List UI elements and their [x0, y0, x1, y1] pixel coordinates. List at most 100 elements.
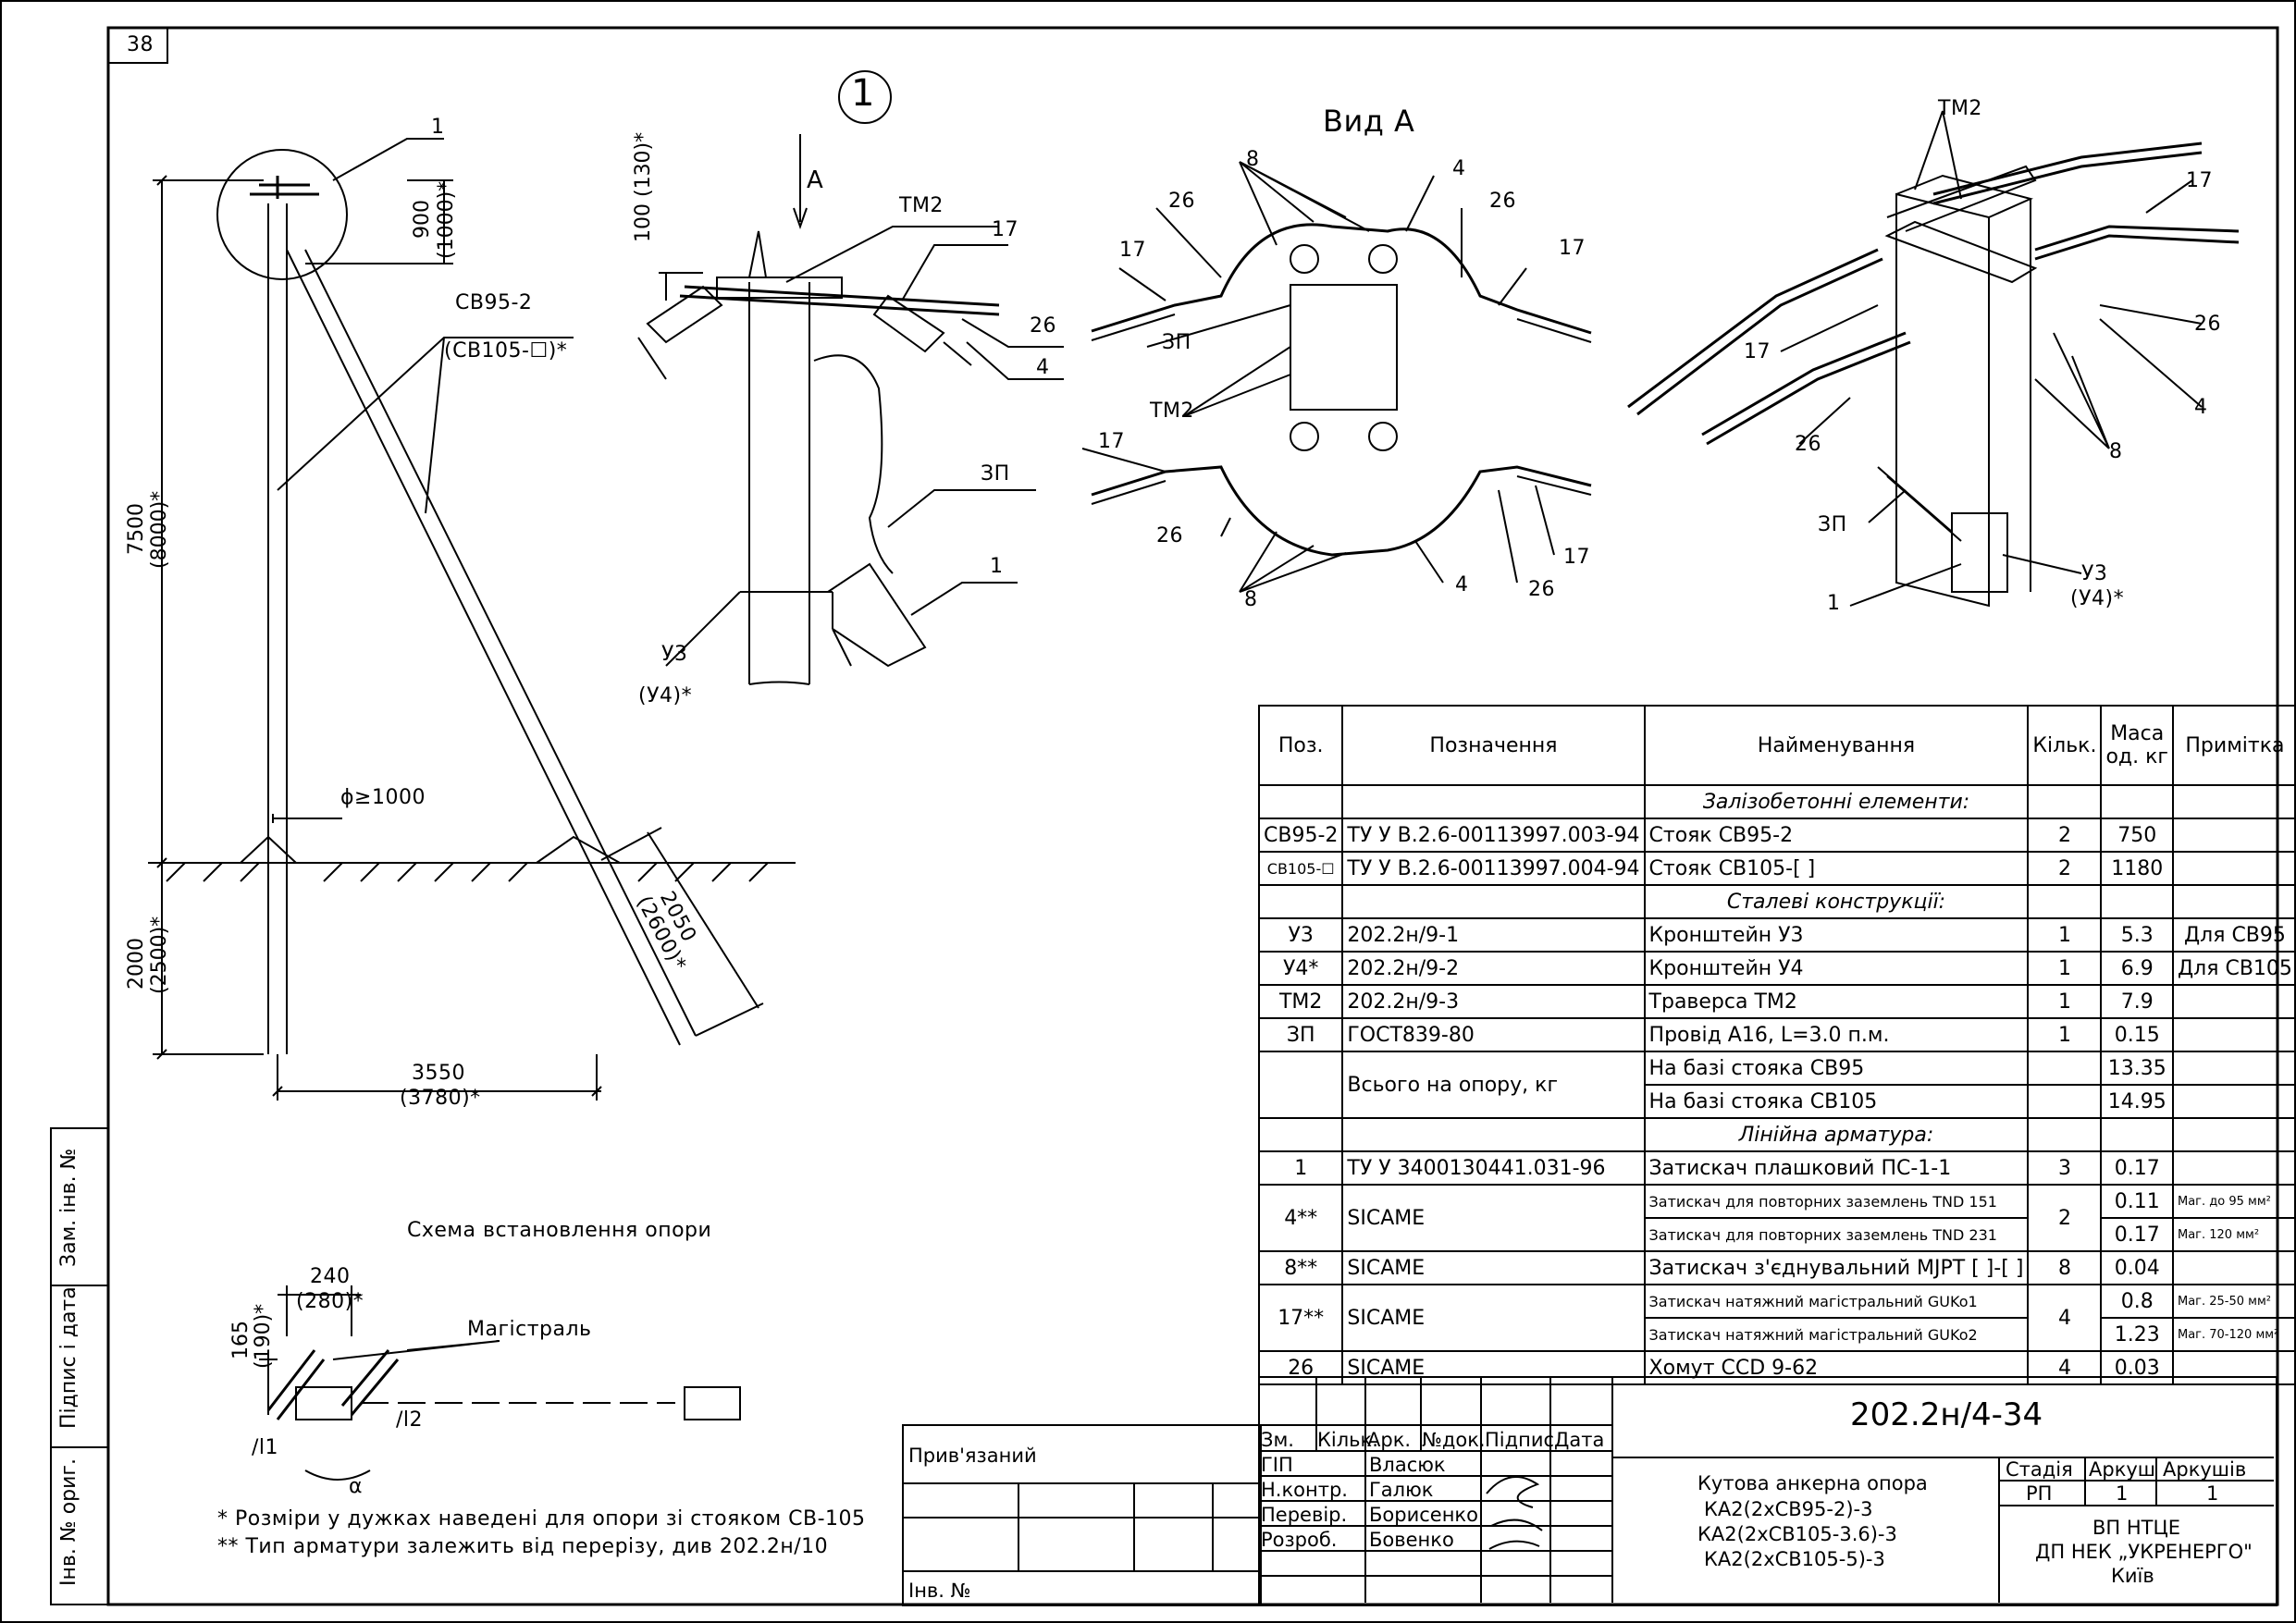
cell-mass: 0.17 [2100, 1217, 2174, 1252]
d1-tm2: ТМ2 [899, 194, 944, 217]
d1-1: 1 [990, 555, 1004, 578]
callout-number: 1 [851, 72, 875, 115]
cell-des: SICAME [1341, 1250, 1646, 1285]
iso-drawing [1627, 110, 2240, 608]
cell-note: Для СВ105 [2171, 951, 2296, 986]
desc-3: КА2(2хСВ105-3.6)-3 [1697, 1523, 1897, 1545]
signature-scribbles [1486, 1476, 1543, 1550]
dim-900: 900 [411, 200, 434, 239]
cell-name: Стояк СВ95-2 [1643, 818, 2030, 853]
role-2: Перевір. [1261, 1504, 1348, 1526]
va-4b: 4 [1455, 573, 1469, 596]
cell-note [2171, 1150, 2296, 1186]
cell-note: Маг. 70-120 мм² [2171, 1317, 2296, 1352]
cell-note: Маг. до 95 мм² [2171, 1184, 2296, 1219]
cell-pos: 8** [1257, 1250, 1344, 1285]
table-row: 1 ТУ У 3400130441.031-96 Затискач плашко… [1257, 1150, 2296, 1186]
role-1: Н.контр. [1261, 1479, 1348, 1501]
desc-4: КА2(2хСВ105-5)-3 [1704, 1548, 1885, 1570]
cell-qty: 2 [2027, 1184, 2103, 1252]
cell-des: SICAME [1341, 1184, 1646, 1252]
va-26c: 26 [1156, 524, 1183, 547]
cell-des: ТУ У В.2.6-00113997.004-94 [1341, 851, 1646, 886]
cell-mass: 14.95 [2100, 1084, 2174, 1119]
role-name-2: Борисенко [1369, 1504, 1478, 1526]
cell-mass: 0.04 [2100, 1250, 2174, 1285]
view-a-title: Вид А [1323, 104, 1415, 139]
iso-4: 4 [2194, 396, 2208, 419]
org-1: ВП НТЦЕ [2092, 1517, 2181, 1539]
dim-diameter: ϕ≥1000 [340, 786, 426, 809]
va-8b: 8 [1244, 588, 1258, 611]
header-note: Примітка [2171, 705, 2296, 786]
note-1: * Розміри у дужках наведені для опори зі… [217, 1507, 866, 1531]
table-row: ЗП ГОСТ839-80 Провід А16, L=3.0 п.м. 1 0… [1257, 1017, 2296, 1052]
scheme-dim-190: (190)* [252, 1303, 275, 1369]
scheme-dim-165: 165 [229, 1321, 253, 1359]
note-2: ** Тип арматури залежить від перерізу, д… [217, 1535, 829, 1558]
section-linear: Лінійна арматура: [1643, 1117, 2030, 1152]
sheet-value: 1 [2116, 1482, 2129, 1505]
pole-label: СВ95-2 [455, 291, 533, 314]
cell-des: SICAME [1341, 1350, 1646, 1385]
d1-4: 4 [1036, 356, 1050, 379]
col-zm: Зм. [1261, 1429, 1294, 1451]
table-row: 4** SICAME Затискач для повторних заземл… [1257, 1184, 2296, 1252]
cell-qty: 1 [2027, 1017, 2103, 1052]
va-26b: 26 [1489, 190, 1516, 213]
cell-total-label: Всього на опору, кг [1341, 1051, 1646, 1119]
stamp-sign-date: Підпис і дата [57, 1286, 80, 1429]
cell-note [2171, 984, 2296, 1019]
cell-des: 202.2н/9-2 [1341, 951, 1646, 986]
title-block [1258, 1376, 2277, 1606]
d1-17: 17 [992, 218, 1018, 241]
cell-note [2171, 1350, 2296, 1385]
d1-u4: (У4)* [638, 684, 693, 707]
cell-des: 202.2н/9-3 [1341, 984, 1646, 1019]
side-stamp-box [50, 1127, 109, 1605]
drawing-code: 202.2н/4-34 [1850, 1396, 2043, 1433]
col-data: Дата [1554, 1429, 1605, 1451]
header-qty: Кільк. [2027, 705, 2103, 786]
table-header-row: Поз. Позначення Найменування Кільк. Маса… [1257, 705, 2296, 786]
dim-3780: (3780)* [400, 1087, 481, 1110]
pole-elevation [148, 138, 796, 1100]
iso-8: 8 [2109, 440, 2123, 463]
role-0: ГІП [1261, 1454, 1293, 1476]
role-name-3: Бовенко [1369, 1529, 1454, 1551]
cell-qty: 2 [2027, 818, 2103, 853]
header-designation: Позначення [1341, 705, 1646, 786]
scheme-drawing [259, 1285, 741, 1481]
dim-100: 100 (130)* [632, 131, 655, 242]
cell-qty: 3 [2027, 1150, 2103, 1186]
cell-name: Затискач з'єднувальний MJPT [ ]-[ ] [1643, 1250, 2030, 1285]
table-row: СВ95-2 ТУ У В.2.6-00113997.003-94 Стояк … [1257, 818, 2296, 853]
table-row: Затискач натяжний магістральний GUKo2 1.… [1259, 1317, 2296, 1352]
section-row: Лінійна арматура: [1257, 1117, 2296, 1152]
va-17d: 17 [1563, 546, 1590, 569]
cell-note: Для СВ95 [2171, 917, 2296, 953]
scheme-alpha: α [349, 1475, 364, 1498]
role-3: Розроб. [1261, 1529, 1338, 1551]
scheme-dim-240: 240 [310, 1265, 351, 1288]
cell-qty: 2 [2027, 851, 2103, 886]
dim-3550: 3550 [412, 1062, 465, 1085]
scheme-title: Схема встановлення опори [407, 1219, 712, 1242]
cell-pos: 1 [1257, 1150, 1344, 1186]
table-row: На базі стояка СВ105 14.95 [1259, 1084, 2296, 1119]
section-steel: Сталеві конструкції: [1643, 884, 2030, 919]
cell-note [2171, 1250, 2296, 1285]
cell-mass: 0.15 [2100, 1017, 2174, 1052]
cell-note: Маг. 25-50 мм² [2171, 1284, 2296, 1319]
cell-name: Затискач натяжний магістральний GUKo2 [1643, 1317, 2030, 1352]
section-concrete: Залізобетонні елементи: [1643, 784, 2030, 819]
cell-qty: 1 [2027, 984, 2103, 1019]
cell-mass: 0.17 [2100, 1150, 2174, 1186]
cell-mass: 0.03 [2100, 1350, 2174, 1385]
d1-26: 26 [1030, 314, 1056, 338]
iso-17a: 17 [2186, 169, 2213, 192]
va-17b: 17 [1559, 237, 1586, 260]
spec-table: Поз. Позначення Найменування Кільк. Маса… [1257, 705, 2296, 1385]
inv-label: Інв. № [908, 1580, 971, 1602]
